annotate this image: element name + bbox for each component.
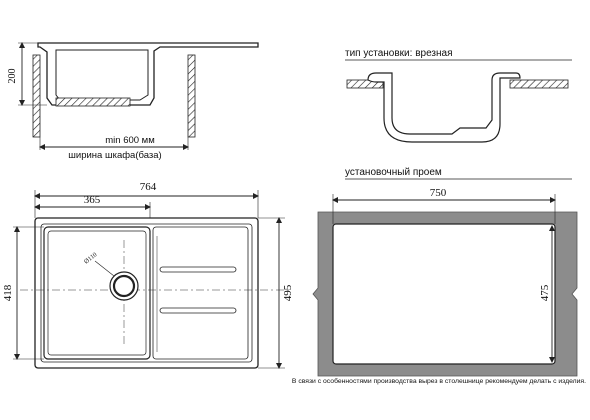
cabinet-wall-left [32,54,41,138]
drain-rib [159,266,237,273]
sink-side-profile [37,42,259,106]
cabinet-width-label: ширина шкафа(база) [68,150,161,161]
bowl-width-label: 365 [84,194,101,206]
cutout-section: установочный проем 750 475 [312,167,578,377]
cabinet-wall-right [187,54,196,138]
cutout-opening [332,223,556,365]
cutout-width-label: 750 [430,187,447,199]
total-width-label: 764 [140,181,157,193]
countertop-left [346,79,384,89]
install-type-section: тип установки: врезная [345,48,572,143]
footnote: В связи с особенностями производства выр… [292,377,586,385]
sink-bowl [43,226,151,360]
side-height-label: 200 [7,69,18,84]
countertop-right [509,79,569,89]
drain-rib [159,307,237,314]
install-type-label: тип установки: врезная [345,48,453,59]
sink-bottom-hatch [55,97,131,107]
cutout-height-label: 475 [539,284,551,301]
drainboard [152,226,249,360]
bowl-depth-label: 418 [2,284,14,301]
total-depth-label: 495 [282,284,294,301]
min-width-label: min 600 мм [105,135,155,146]
top-view: 764 365 Ø110 418 495 [2,181,294,369]
side-view: 200 min 600 мм ширина шкафа(база) [7,42,259,161]
cutout-label: установочный проем [345,167,442,178]
inset-sink-profile [367,72,521,143]
